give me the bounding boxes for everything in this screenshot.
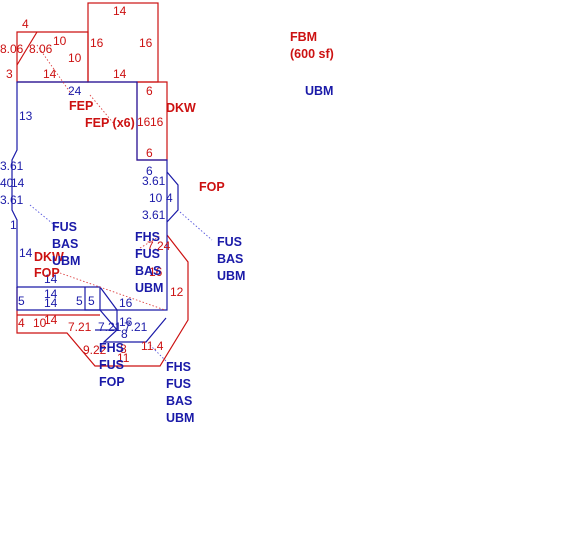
code-label: FOP — [199, 180, 225, 194]
dim-label: 8 — [120, 342, 127, 356]
dim-label: 5 — [76, 294, 83, 308]
right-bay-outline — [166, 171, 179, 223]
dim-label: 6 — [146, 146, 153, 160]
dim-label: 14 — [113, 67, 127, 81]
code-label: FHS — [99, 341, 124, 355]
code-label: UBM — [135, 281, 163, 295]
code-label: FUS — [166, 377, 191, 391]
dim-label: 11 — [117, 351, 130, 365]
dim-label: 3.61 — [0, 193, 24, 207]
leader-lines — [29, 44, 213, 366]
code-label: FHS — [135, 230, 160, 244]
blue-code-labels: UBM FUS BAS UBM FUS BAS UBM FHS FUS BAS … — [52, 84, 333, 425]
upper-left-outline — [16, 31, 89, 83]
code-label: UBM — [52, 254, 80, 268]
dim-label: 14 — [43, 67, 57, 81]
area-size-label: (600 sf) — [290, 47, 334, 61]
dim-label: 3.61 — [0, 159, 24, 173]
dim-label: 16 — [119, 315, 133, 329]
dim-label: 14 — [113, 4, 127, 18]
dim-label: 14 — [19, 246, 33, 260]
code-label: BAS — [52, 237, 78, 251]
code-label: FOP — [99, 375, 125, 389]
lower-red-outline — [16, 234, 189, 367]
dim-label: 1 — [10, 218, 17, 232]
dim-label: 3 — [6, 67, 13, 81]
area-code-label: FBM — [290, 30, 317, 44]
dim-label: 10 — [53, 34, 67, 48]
dim-label: 5 — [88, 294, 95, 308]
dim-label: 10 — [33, 316, 47, 330]
red-code-labels: FBM (600 sf) FEP FEP (x6) DKW FOP DKW FO… — [34, 30, 334, 280]
code-label: BAS — [217, 252, 243, 266]
dim-label: 14 — [11, 176, 25, 190]
dim-label: 7.21 — [124, 320, 148, 334]
dim-label: 4 — [166, 191, 173, 205]
dim-label: 6 — [146, 84, 153, 98]
dim-label: 8.06 — [29, 42, 53, 56]
code-label: FOP — [34, 266, 60, 280]
code-label: FUS — [217, 235, 242, 249]
dim-label: 3.61 — [142, 208, 166, 222]
lower-step-outline — [84, 287, 118, 331]
dim-label: 14 — [44, 296, 58, 310]
code-label: BAS — [166, 394, 192, 408]
leader-fus-left — [29, 204, 59, 229]
code-label: FHS — [166, 360, 191, 374]
dim-label: 4 — [22, 17, 29, 31]
red-dimensions: 4 14 8.06 8.06 10 16 16 10 3 14 14 6 16 … — [0, 4, 184, 365]
dim-label: 16 — [90, 36, 104, 50]
leader-fus-right — [179, 211, 213, 241]
dim-label: 8 — [121, 327, 128, 341]
dim-label: 40 — [0, 176, 14, 190]
blue-dimensions: 24 13 6 3.61 3.61 40 14 10 4 3.61 3.61 1… — [0, 84, 173, 341]
code-label: FUS — [135, 247, 160, 261]
dim-label: 16 — [150, 115, 164, 129]
code-label: FEP (x6) — [85, 116, 135, 130]
leader-fep-x6 — [89, 94, 116, 126]
dim-label: 9.22 — [83, 343, 107, 357]
code-label: DKW — [166, 101, 196, 115]
code-label: UBM — [166, 411, 194, 425]
code-label: UBM — [305, 84, 333, 98]
bay-window-outline — [99, 309, 167, 343]
dim-label: 8.06 — [0, 42, 24, 56]
dim-label: 4 — [18, 316, 25, 330]
dim-label: 24 — [68, 84, 82, 98]
code-label: BAS — [135, 264, 161, 278]
dim-label: 12 — [170, 285, 184, 299]
dim-label: 14 — [44, 272, 58, 286]
dim-label: 10 — [68, 51, 82, 65]
dim-label: 16 — [137, 115, 151, 129]
dim-label: 7.21 — [68, 320, 92, 334]
code-label: FUS — [52, 220, 77, 234]
dim-label: 16 — [119, 296, 133, 310]
dim-label: 5 — [18, 294, 25, 308]
code-label: FUS — [99, 358, 124, 372]
lower-strip-outline — [16, 287, 101, 311]
dim-label: 16 — [139, 36, 153, 50]
dim-label: 11.4 — [141, 339, 164, 353]
leader-fop-left — [59, 272, 166, 311]
leader-fhs-mid — [139, 235, 161, 249]
dim-label: 10 — [149, 191, 163, 205]
code-label: FEP — [69, 99, 93, 113]
code-label: DKW — [34, 250, 64, 264]
dim-label: 7.24 — [147, 239, 171, 253]
dim-label: 3.61 — [142, 174, 166, 188]
dim-label: 13 — [19, 109, 33, 123]
code-label: UBM — [217, 269, 245, 283]
dim-label: 7.21 — [98, 320, 122, 334]
leader-fhs-br — [149, 344, 171, 366]
dim-label: 6 — [146, 164, 153, 178]
dim-label: 16 — [149, 265, 163, 279]
diagonal-corner-line — [16, 31, 38, 66]
dim-label: 14 — [44, 313, 58, 327]
dim-label: 14 — [44, 287, 58, 301]
